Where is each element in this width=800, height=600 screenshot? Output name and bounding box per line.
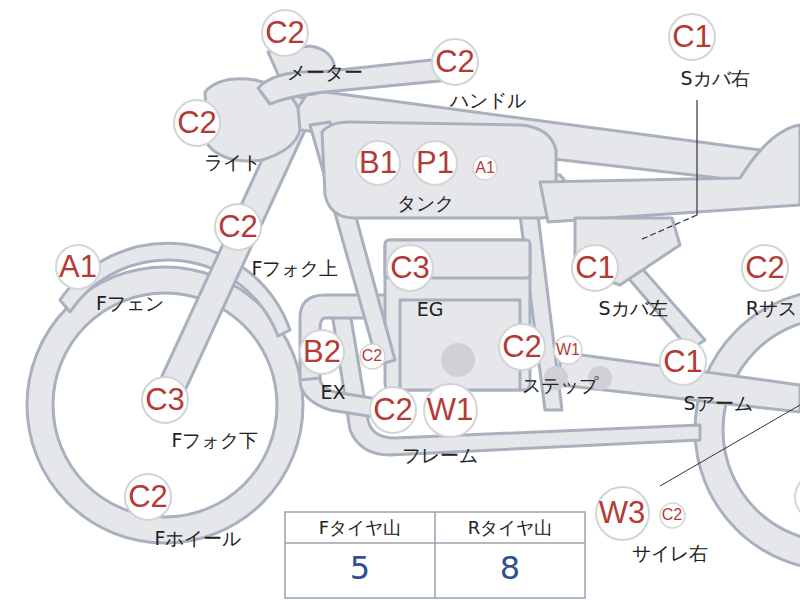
part-name: サイレ右 [632, 541, 708, 567]
callout-code: C2 [659, 502, 686, 529]
grade-circle: C2 [659, 502, 686, 529]
grade-circle: B1 [355, 140, 401, 186]
part-name: Rサス [746, 296, 797, 322]
grade-circle: W1 [423, 383, 478, 438]
grade-circle: C2 [369, 386, 417, 434]
callout-code: W1 [423, 383, 478, 438]
grade-circle: W1 [553, 335, 583, 365]
grade-circle: C2 [261, 9, 309, 57]
grade-circle: C3 [386, 244, 434, 292]
callout-code: P1 [412, 140, 458, 186]
part-name: タンク [397, 191, 454, 217]
callout-code: A1 [55, 244, 101, 290]
callout-code: C2 [498, 323, 546, 371]
callout-code: C3 [386, 244, 434, 292]
part-name: EG [417, 298, 444, 320]
part-name: Fフェン [96, 291, 164, 317]
callout-code: C2 [214, 203, 262, 251]
grade-circle: C2 [173, 99, 221, 147]
part-name: Sカバ右 [680, 66, 749, 92]
grade-circle: C2 [214, 203, 262, 251]
part-name: フレーム [402, 443, 478, 469]
part-name: Fホイール [155, 526, 242, 552]
grade-circle: C3 [141, 376, 189, 424]
callout-code: C3 [141, 376, 189, 424]
table-cell: 8 [500, 549, 520, 587]
part-name: Sアーム [683, 391, 752, 417]
grade-circle: C1 [659, 338, 707, 386]
part-name: Fフォク上 [252, 256, 339, 282]
part-name: ハンドル [450, 88, 526, 114]
callout-code: C2 [173, 99, 221, 147]
callout-code: C2 [431, 38, 479, 86]
part-name: Sカバ左 [598, 296, 667, 322]
grade-circle: C2 [741, 244, 789, 292]
grade-circle: W3 [595, 486, 650, 541]
part-name: EX [320, 381, 345, 403]
table-cell: Fタイヤ山 [319, 516, 401, 540]
grade-circle: C2 [498, 323, 546, 371]
callout-code: A1 [472, 155, 498, 181]
part-name: メーター [287, 60, 363, 86]
part-name: ステップ [522, 373, 598, 399]
callout-code: W1 [553, 335, 583, 365]
grade-circle: C1 [571, 244, 619, 292]
callout-code: C2 [741, 244, 789, 292]
callout-code: B2 [299, 329, 345, 375]
grade-circle: C1 [668, 13, 716, 61]
grade-circle: A1 [472, 155, 498, 181]
table-cell: Rタイヤ山 [468, 516, 553, 540]
callout-code: B1 [355, 140, 401, 186]
callout-code: C2 [124, 473, 172, 521]
callout-code: C1 [659, 338, 707, 386]
callout-code: C2 [369, 386, 417, 434]
callout-code: C1 [668, 13, 716, 61]
grade-circle: C2 [359, 343, 386, 370]
callout-code: C1 [571, 244, 619, 292]
grade-circle: C2 [124, 473, 172, 521]
grade-circle: A1 [55, 244, 101, 290]
grade-circle: B2 [299, 329, 345, 375]
grade-circle: P1 [412, 140, 458, 186]
table-cell: 5 [350, 549, 370, 587]
part-name: ライト [204, 150, 261, 176]
callout-code: C2 [359, 343, 386, 370]
callout-code: W3 [595, 486, 650, 541]
callout-code: C2 [261, 9, 309, 57]
part-name: Fフォク下 [172, 428, 259, 454]
grade-circle: C2 [431, 38, 479, 86]
